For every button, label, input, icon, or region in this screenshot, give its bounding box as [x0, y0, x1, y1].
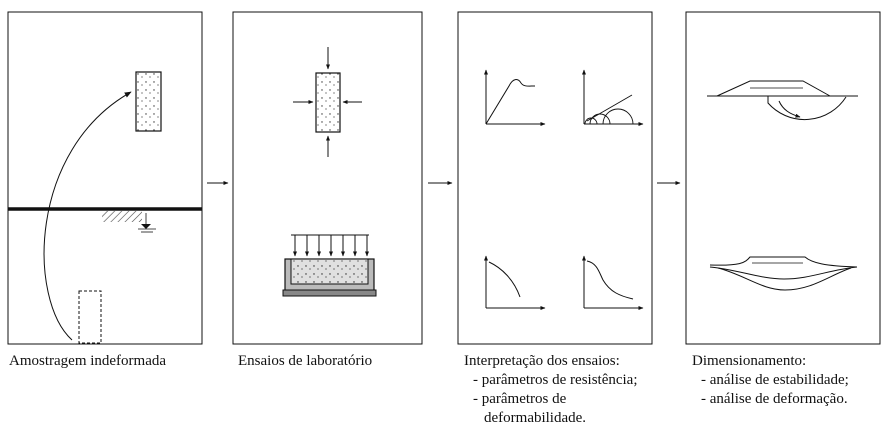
- panel-frame: [685, 11, 881, 345]
- caption-title: Dimensionamento:: [692, 353, 807, 369]
- stability-analysis-figure: [707, 80, 858, 121]
- panel-sampling: [7, 11, 203, 345]
- hatched-excavation: [102, 211, 156, 233]
- stress-strain-plot: [484, 69, 546, 126]
- decay-curve-plot: [484, 255, 546, 310]
- caption-title: Interpretação dos ensaios:: [464, 353, 620, 369]
- caption-item: - análise de deformação.: [701, 391, 848, 407]
- caption-interpretation: Interpretação dos ensaios: - parâmetros …: [464, 352, 638, 428]
- caption-lab-tests: Ensaios de laboratório: [238, 352, 372, 371]
- sample-origin-outline: [78, 290, 102, 344]
- panel-interpretation: [457, 11, 653, 345]
- caption-title: Ensaios de laboratório: [238, 353, 373, 369]
- caption-design: Dimensionamento: - análise de estabilida…: [692, 352, 849, 409]
- oedometer-cell: [282, 258, 377, 297]
- panel-lab-tests: [232, 11, 423, 345]
- undisturbed-sample-block: [135, 71, 162, 132]
- settlement-analysis-figure: [709, 256, 858, 291]
- caption-item: deformabilidade.: [484, 410, 587, 426]
- panel-design: [685, 11, 881, 345]
- panel-frame: [457, 11, 653, 345]
- caption-item: - análise de estabilidade;: [701, 372, 849, 388]
- sampling-path-arrow: [43, 91, 132, 341]
- caption-sampling: Amostragem indeformada: [9, 352, 166, 371]
- mohr-circles-plot: [582, 69, 644, 126]
- caption-item: - parâmetros de: [473, 391, 567, 407]
- panel-frame: [7, 11, 203, 345]
- compressibility-plot: [582, 255, 644, 310]
- triaxial-specimen: [315, 72, 341, 133]
- slip-rotation-arrow: [778, 100, 801, 118]
- caption-item: - parâmetros de resistência;: [473, 372, 638, 388]
- oedometer-loads: [291, 234, 369, 257]
- caption-title: Amostragem indeformada: [9, 353, 167, 369]
